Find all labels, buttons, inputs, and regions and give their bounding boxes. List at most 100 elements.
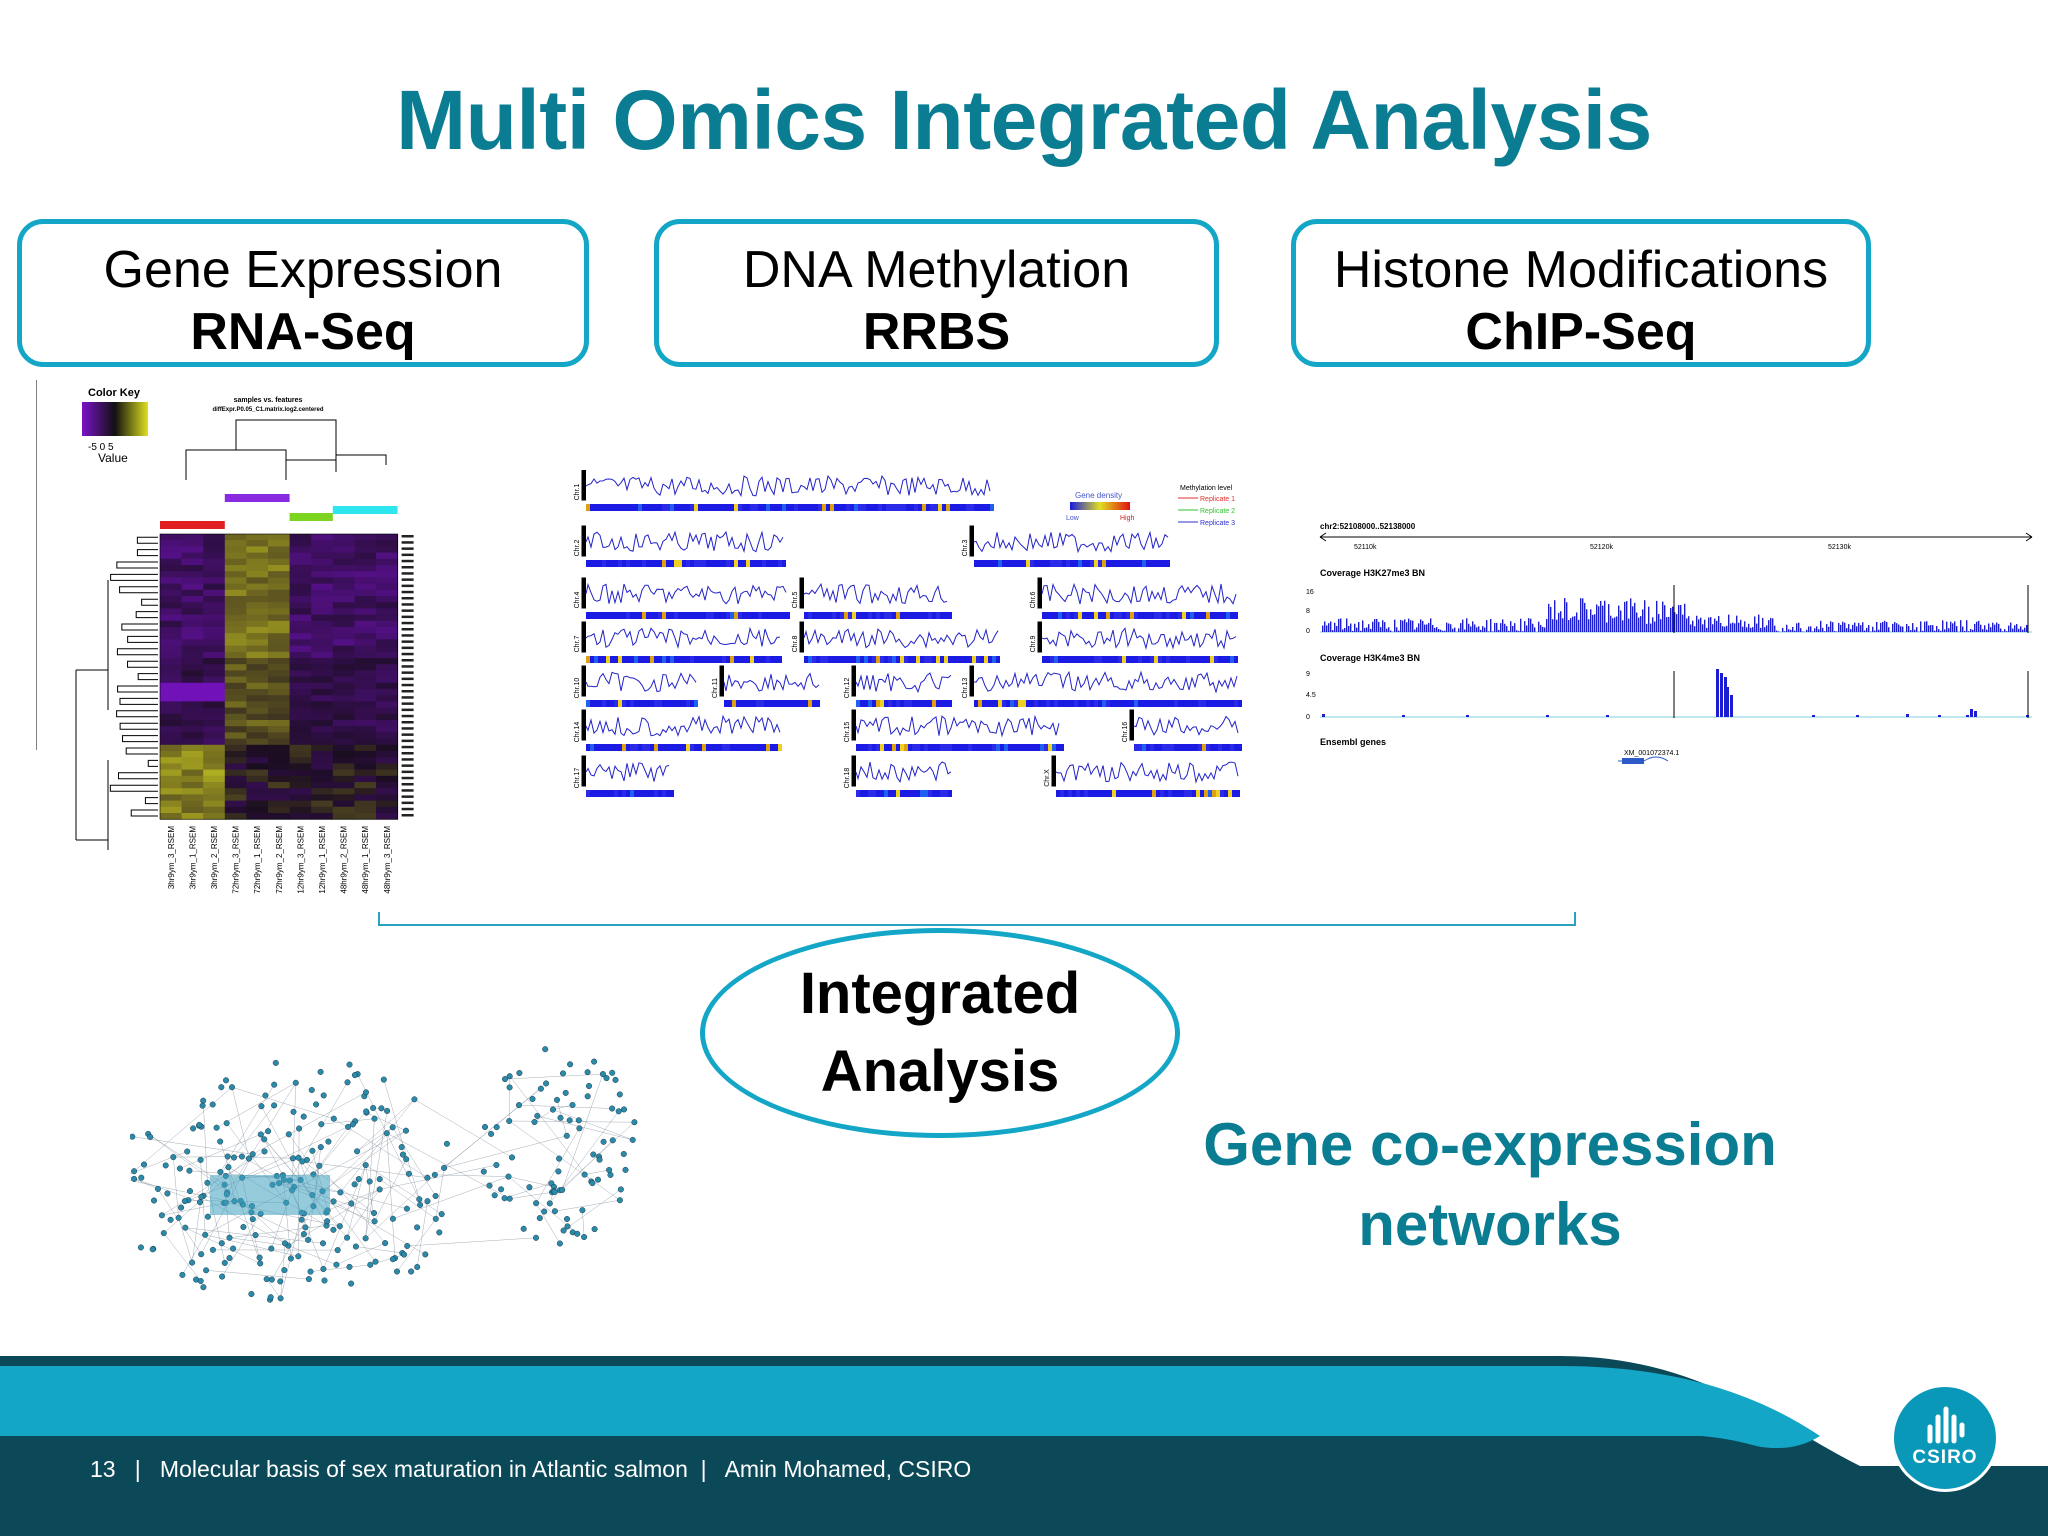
network-node	[346, 1263, 353, 1270]
network-edge	[163, 1232, 201, 1282]
gene-density-cell	[1182, 700, 1186, 707]
gene-density-cell	[1098, 560, 1102, 567]
network-node	[416, 1196, 423, 1203]
heatmap-cell	[376, 577, 399, 585]
methylation-figure: Gene density Low High Methylation level …	[574, 470, 1242, 797]
heatmap-cell	[332, 682, 355, 690]
gene-density-cell	[1168, 790, 1172, 797]
gene-density-cell	[1110, 700, 1114, 707]
coverage-bar	[1526, 625, 1528, 632]
gene-density-cell	[1042, 560, 1046, 567]
heatmap-cell	[311, 658, 334, 665]
gene-density-cell	[800, 700, 804, 707]
network-node	[389, 1215, 396, 1222]
gene-density-cell	[1058, 700, 1062, 707]
gene-density-cell	[888, 744, 892, 751]
gene-density-cell	[1050, 656, 1054, 663]
coverage-bar	[1550, 606, 1552, 632]
gene-density-cell	[618, 560, 622, 567]
gene-density-cell	[1026, 560, 1030, 567]
dendro-branch	[137, 673, 158, 681]
coverage-bar	[1494, 622, 1496, 632]
heatmap-cell	[160, 540, 183, 547]
coverage-bar	[1812, 631, 1814, 632]
network-edge	[357, 1073, 420, 1200]
heatmap-cell	[268, 571, 291, 578]
gene-density-cell	[670, 656, 674, 663]
coverage-bar	[1508, 630, 1510, 632]
gene-density-cell	[974, 504, 978, 511]
feature-label-tick	[401, 659, 414, 662]
heatmap-cell	[289, 701, 312, 709]
coverage-bar	[1552, 619, 1554, 632]
coverage-bar	[1360, 630, 1362, 632]
gene-density-cell	[762, 744, 766, 751]
network-node	[302, 1224, 309, 1231]
heatmap-cell	[160, 534, 183, 541]
gene-density-cell	[746, 612, 750, 619]
coverage-bar	[1486, 620, 1488, 632]
network-node	[401, 1251, 408, 1258]
gene-density-cell	[1170, 744, 1174, 751]
gene-density-cell	[722, 656, 726, 663]
gene-density-cell	[590, 656, 594, 663]
coverage-bar	[1642, 609, 1644, 632]
coverage-bar	[1630, 598, 1632, 632]
network-node	[258, 1103, 265, 1110]
gene-density-cell	[1150, 612, 1154, 619]
heatmap-cell	[203, 701, 226, 709]
heatmap-cell	[268, 639, 291, 647]
gene-density-cell	[1086, 656, 1090, 663]
heatmap-cell	[160, 713, 183, 721]
coverage-bar	[1924, 621, 1926, 632]
gene-density-cell	[872, 790, 876, 797]
sample-label: 72hr9ym_3_RSEM	[232, 826, 241, 894]
heatmap-cell	[268, 614, 291, 622]
gene-density-cell	[722, 744, 726, 751]
coverage-bar	[1898, 624, 1900, 632]
feature-label-tick	[401, 708, 414, 712]
heatmap-cell	[268, 558, 291, 566]
network-edge	[229, 1225, 327, 1238]
coverage-bar	[1644, 600, 1646, 632]
heatmap-cell	[160, 775, 183, 783]
coverage-bar	[1654, 621, 1656, 632]
coverage-bar	[1922, 630, 1924, 632]
gene-density-cell	[766, 656, 770, 663]
network-node	[317, 1144, 324, 1151]
coverage-bar	[1400, 619, 1402, 632]
network-node	[403, 1205, 410, 1212]
heatmap-cell	[354, 689, 377, 696]
chr-axis	[851, 665, 856, 697]
coverage-bar	[1484, 627, 1486, 632]
gene-density-cell	[868, 700, 872, 707]
gene-density-cell	[924, 656, 928, 663]
slide-title: Multi Omics Integrated Analysis	[396, 73, 1652, 167]
heatmap-cell	[181, 670, 204, 678]
gene-density-cell	[682, 504, 686, 511]
gene-density-cell	[646, 612, 650, 619]
heatmap-cell	[354, 732, 377, 740]
heatmap-cell	[332, 732, 355, 740]
coverage-bar	[1716, 620, 1718, 632]
gene-density-cell	[706, 744, 710, 751]
network-edge	[132, 1136, 253, 1155]
gene-density-cell	[1054, 560, 1058, 567]
coverage-bar	[1548, 603, 1550, 632]
gene-density-cell	[1234, 744, 1238, 751]
heatmap-cell	[354, 589, 377, 597]
coverage-bar	[1996, 622, 1998, 632]
gene-density-cell	[642, 790, 646, 797]
gene-density-cell	[770, 656, 774, 663]
gene-density-cell	[1208, 790, 1212, 797]
gene-density-cell	[944, 790, 948, 797]
heatmap-cell	[311, 701, 334, 709]
heatmap-cell	[203, 763, 226, 771]
gene-density-cell	[982, 504, 986, 511]
sample-label: 48hr9ym_3_RSEM	[383, 826, 392, 894]
gene-density-cell	[842, 504, 846, 511]
dendro-branch	[116, 648, 158, 656]
gene-density-cell	[920, 790, 924, 797]
gene-density-cell	[1156, 790, 1160, 797]
heatmap-cell	[203, 645, 226, 653]
